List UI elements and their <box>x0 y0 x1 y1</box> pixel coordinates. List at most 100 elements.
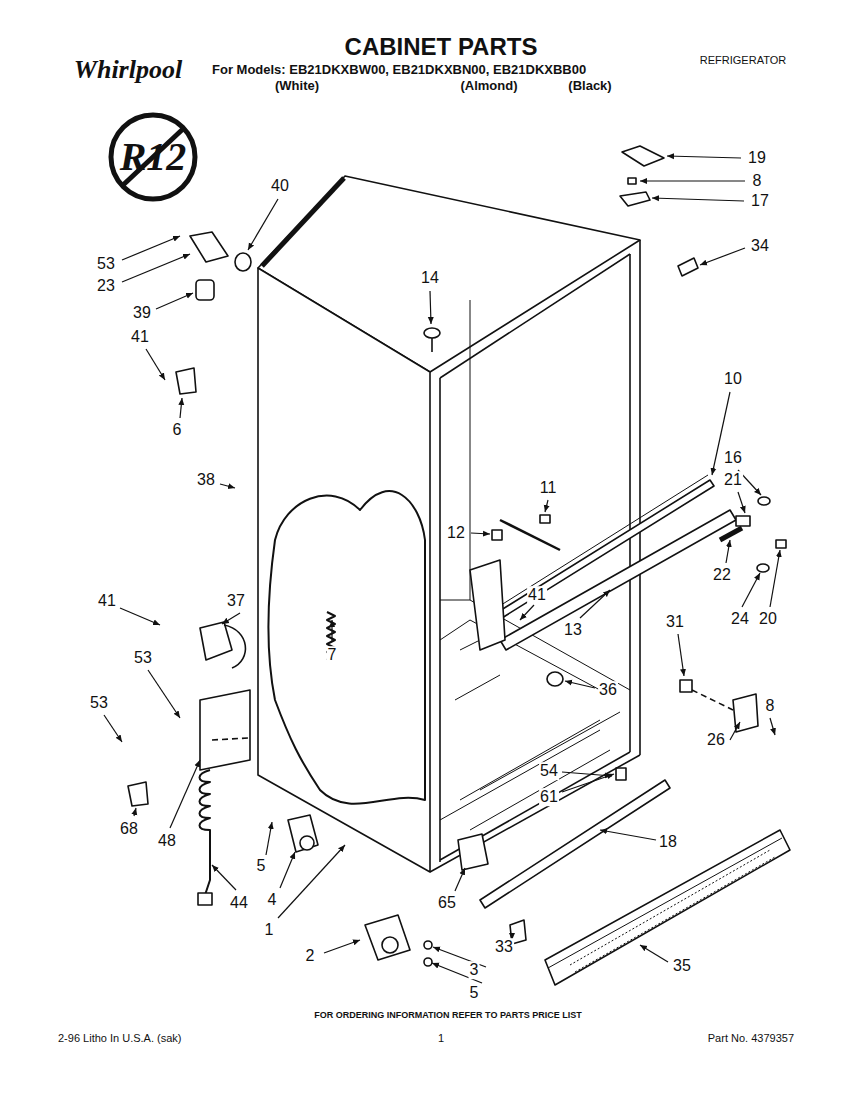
callout-number: 40 <box>270 177 290 195</box>
title: CABINET PARTS <box>345 34 538 60</box>
drawing-stroke <box>455 868 465 891</box>
model-list: For Models: EB21DKXBW00, EB21DKXBN00, EB… <box>212 63 586 77</box>
callout-number: 31 <box>665 613 685 631</box>
callout-number: 41 <box>97 592 117 610</box>
drawing-stroke <box>733 694 758 732</box>
drawing-stroke <box>742 573 760 607</box>
callout-number: 18 <box>658 833 678 851</box>
drawing-stroke <box>235 253 251 271</box>
drawing-stroke <box>324 940 360 953</box>
drawing-stroke <box>692 690 733 710</box>
drawing-stroke <box>500 520 560 550</box>
callout-number: 35 <box>672 957 692 975</box>
drawing-stroke <box>278 845 345 918</box>
callout-number: 53 <box>96 255 116 273</box>
callout-number: 44 <box>229 894 249 912</box>
drawing-stroke <box>424 328 440 338</box>
drawing-stroke <box>382 937 398 953</box>
drawing-stroke <box>540 515 550 523</box>
drawing-stroke <box>104 156 780 983</box>
drawing-stroke <box>758 497 770 505</box>
callout-number: 17 <box>750 192 770 210</box>
ordering-note: FOR ORDERING INFORMATION REFER TO PARTS … <box>314 1011 582 1021</box>
drawing-stroke <box>458 834 488 870</box>
drawing-stroke <box>639 240 641 755</box>
drawing-stroke <box>640 180 745 181</box>
drawing-stroke <box>331 620 332 642</box>
drawing-stroke <box>440 254 630 378</box>
callout-number: 34 <box>750 237 770 255</box>
callout-number: 26 <box>706 731 726 749</box>
callout-number: 1 <box>264 921 275 939</box>
drawing-stroke <box>248 199 278 250</box>
drawing-stroke <box>430 291 431 324</box>
part-number: Part No. 4379357 <box>708 1032 794 1044</box>
callout-number: 2 <box>305 947 316 965</box>
drawing-stroke <box>545 830 790 985</box>
drawing-stroke <box>678 258 698 276</box>
drawing-stroke <box>128 782 148 806</box>
drawing-stroke <box>471 533 490 534</box>
page-number: 1 <box>438 1032 444 1044</box>
drawing-stroke <box>288 815 318 852</box>
drawing-stroke <box>562 772 612 776</box>
callout-number: 21 <box>723 471 743 489</box>
drawing-stroke <box>148 670 180 718</box>
callout-number: 37 <box>226 592 246 610</box>
drawing-stroke <box>492 530 502 540</box>
drawing-stroke <box>200 770 211 895</box>
drawing-stroke <box>620 192 650 206</box>
drawing-stroke <box>258 268 430 872</box>
drawing-stroke <box>440 730 600 820</box>
drawing-stroke <box>720 528 742 540</box>
drawing-stroke <box>156 293 193 309</box>
drawing-stroke <box>111 115 790 985</box>
callout-number: 7 <box>327 646 338 664</box>
drawing-stroke <box>580 590 610 618</box>
drawing-stroke <box>770 550 780 607</box>
drawing-stroke <box>700 248 745 265</box>
drawing-stroke <box>212 865 236 890</box>
callout-number: 14 <box>420 269 440 287</box>
drawing-stroke <box>431 338 433 352</box>
drawing-stroke <box>198 893 212 905</box>
drawing-stroke <box>570 850 775 972</box>
drawing-stroke <box>212 738 248 740</box>
drawing-stroke <box>424 941 432 949</box>
callout-number: 13 <box>563 621 583 639</box>
drawing-stroke <box>122 254 190 282</box>
callout-number: 54 <box>539 762 559 780</box>
drawing-stroke <box>470 560 505 650</box>
color-note: (Almond) <box>460 79 517 93</box>
brand-logo: Whirlpool <box>74 56 182 85</box>
drawing-stroke <box>120 608 160 625</box>
drawing-stroke <box>545 500 548 512</box>
drawing-stroke <box>269 491 425 804</box>
drawing-stroke <box>678 634 684 676</box>
callout-number: 68 <box>119 820 139 838</box>
drawing-stroke <box>424 958 432 966</box>
drawing-stroke <box>196 280 214 300</box>
drawing-stroke <box>730 722 740 740</box>
callout-number: 39 <box>132 304 152 322</box>
callout-number: 53 <box>89 694 109 712</box>
color-note: (Black) <box>568 79 611 93</box>
callout-number: 38 <box>196 471 216 489</box>
callout-number: 33 <box>494 938 514 956</box>
print-date: 2-96 Litho In U.S.A. (sak) <box>58 1032 182 1044</box>
drawing-stroke <box>629 254 631 752</box>
drawing-stroke <box>146 349 165 380</box>
drawing-stroke <box>776 540 786 548</box>
callout-number: 65 <box>437 894 457 912</box>
drawing-stroke <box>190 232 228 262</box>
drawing-stroke <box>439 378 441 862</box>
callout-number: 61 <box>539 788 559 806</box>
drawing-stroke <box>548 838 782 968</box>
drawing-stroke <box>640 945 668 962</box>
drawing-stroke <box>600 830 656 840</box>
callout-number: 12 <box>446 524 466 542</box>
drawing-stroke <box>485 480 714 626</box>
callout-number: 24 <box>730 610 750 628</box>
drawing-stroke <box>440 600 470 601</box>
callout-number: 5 <box>256 857 267 875</box>
